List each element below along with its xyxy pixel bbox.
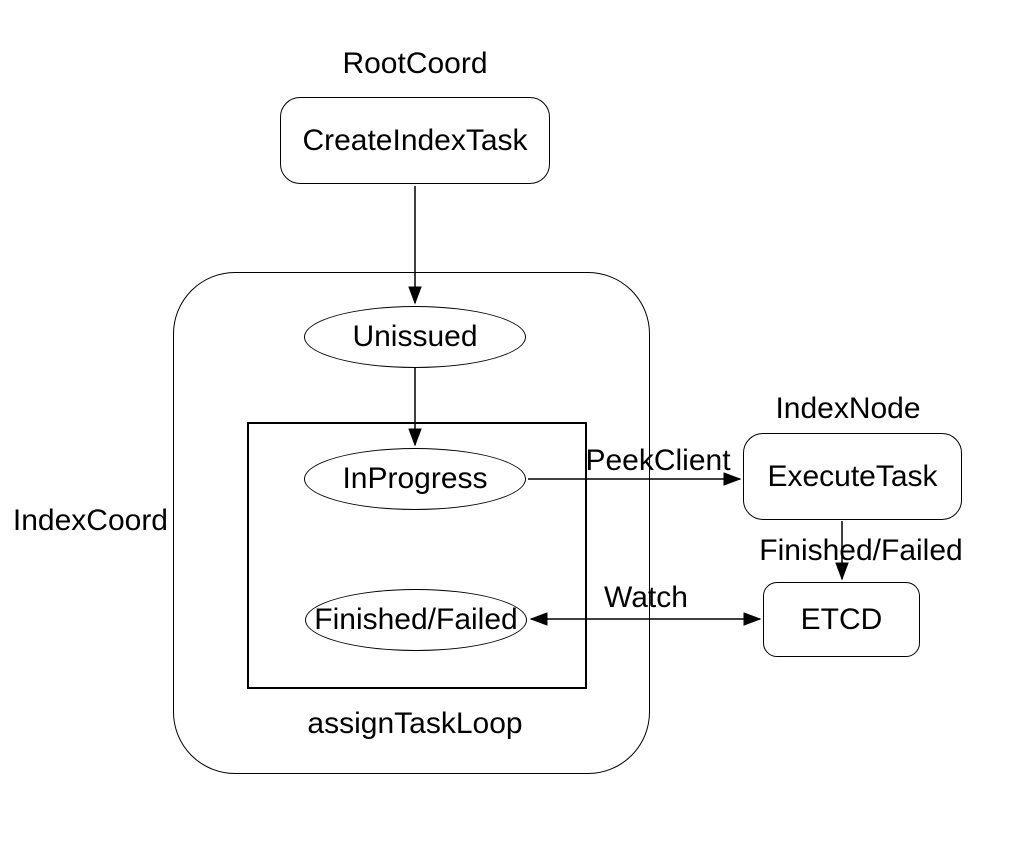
node-unissued: Unissued <box>304 306 526 368</box>
node-create-index-task-label: CreateIndexTask <box>302 123 528 157</box>
edge-label-peekclient: PeekClient <box>585 444 731 477</box>
node-execute-task: ExecuteTask <box>743 433 962 520</box>
node-execute-task-label: ExecuteTask <box>767 459 938 493</box>
indexcoord-label: IndexCoord <box>12 504 168 537</box>
indexcoord-container <box>173 272 650 774</box>
assigntaskloop-label: assignTaskLoop <box>307 707 523 740</box>
node-etcd-label: ETCD <box>800 602 883 636</box>
edge-label-watch: Watch <box>604 581 688 614</box>
assigntaskloop-container <box>247 422 587 689</box>
node-etcd: ETCD <box>763 582 920 657</box>
node-in-progress: InProgress <box>304 448 526 510</box>
node-unissued-label: Unissued <box>352 320 478 353</box>
node-finished-failed-label: Finished/Failed <box>314 603 518 636</box>
node-finished-failed: Finished/Failed <box>305 589 527 651</box>
rootcoord-label: RootCoord <box>342 47 488 80</box>
node-in-progress-label: InProgress <box>342 462 488 495</box>
indexnode-label: IndexNode <box>775 392 921 425</box>
edge-label-finished-failed: Finished/Failed <box>759 534 963 567</box>
node-create-index-task: CreateIndexTask <box>280 97 550 184</box>
